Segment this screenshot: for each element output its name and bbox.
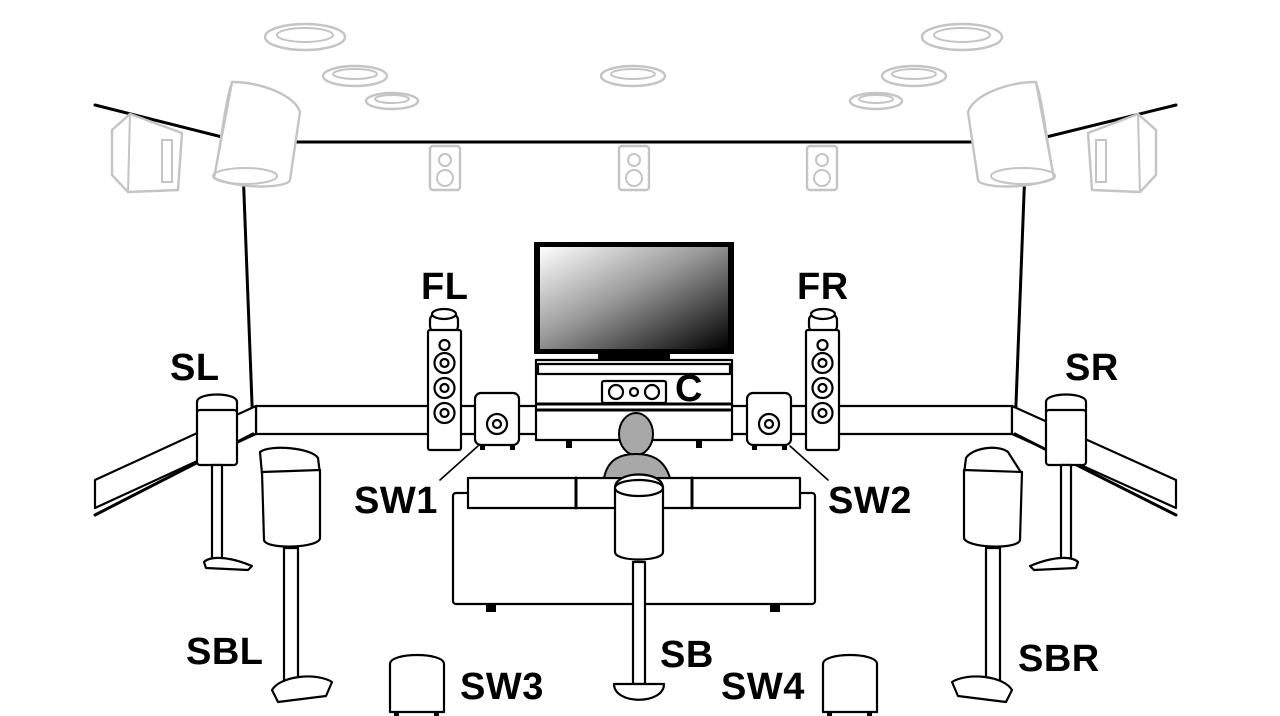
- tv: [534, 242, 734, 360]
- label-front-right: FR: [797, 266, 849, 308]
- subwoofer-2: [745, 391, 793, 450]
- dipole-speaker-icon: [966, 80, 1056, 188]
- listener: [602, 412, 672, 479]
- center-speaker: [600, 379, 668, 405]
- label-subwoofer-3: SW3: [460, 666, 544, 708]
- surround-right-speaker: [1028, 393, 1088, 572]
- surround-back-right-speaker: [950, 446, 1024, 704]
- wall-speaker-icon: [110, 112, 184, 194]
- front-height-speaker-icon: [428, 144, 462, 192]
- label-subwoofer-2: SW2: [828, 480, 912, 522]
- label-subwoofer-4: SW4: [721, 666, 805, 708]
- ceiling-speaker-icon: [263, 22, 347, 52]
- surround-back-speaker: [612, 473, 666, 701]
- ceiling-speaker-icon: [599, 64, 667, 88]
- label-surround-back-right: SBR: [1018, 638, 1100, 680]
- label-front-left: FL: [421, 266, 468, 308]
- ceiling-speakers: [263, 22, 1004, 111]
- height-speakers: [110, 80, 1158, 194]
- front-right-speaker: [804, 307, 841, 452]
- front-left-speaker: [426, 307, 463, 452]
- ceiling-speaker-icon: [848, 91, 904, 111]
- label-surround-left: SL: [170, 347, 220, 389]
- subwoofer-3: [388, 654, 446, 716]
- label-surround-back: SB: [660, 634, 714, 676]
- surround-left-speaker: [195, 393, 254, 572]
- ceiling-speaker-icon: [920, 22, 1004, 52]
- subwoofer-4: [821, 654, 879, 716]
- label-surround-back-left: SBL: [186, 631, 264, 673]
- ceiling-speaker-icon: [364, 91, 420, 111]
- label-surround-right: SR: [1065, 347, 1119, 389]
- wall-speaker-icon: [1086, 112, 1158, 194]
- front-height-speaker-icon: [617, 144, 651, 192]
- label-center: C: [675, 368, 703, 410]
- subwoofer-1: [473, 391, 521, 450]
- surround-back-left-speaker: [258, 446, 334, 704]
- label-subwoofer-1: SW1: [354, 480, 438, 522]
- front-height-speaker-icon: [805, 144, 839, 192]
- ceiling-speaker-icon: [321, 64, 389, 88]
- ceiling-speaker-icon: [880, 64, 948, 88]
- dipole-speaker-icon: [212, 80, 302, 188]
